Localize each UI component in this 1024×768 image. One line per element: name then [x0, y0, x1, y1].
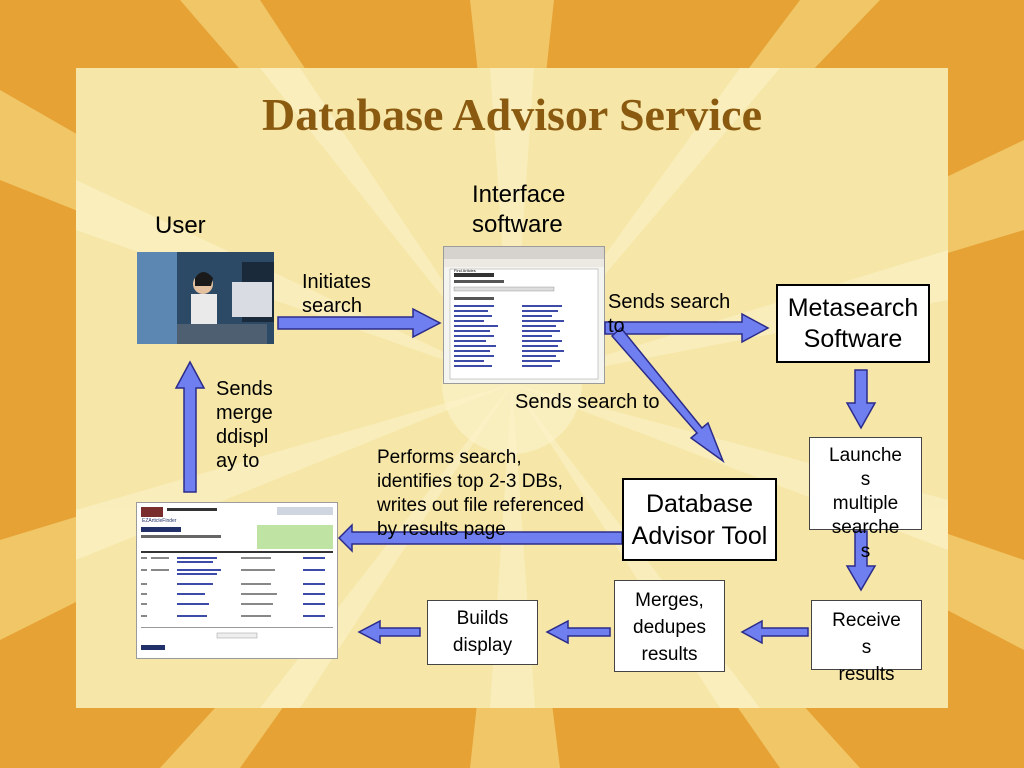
person-at-computer-icon: [137, 252, 274, 344]
arrow-interface-to-advisor: [610, 326, 725, 464]
user-label: User: [155, 212, 206, 239]
interface-software-label: Interface software: [472, 181, 566, 238]
metasearch-software-box: Metasearch Software: [776, 284, 930, 363]
initiates-search-label: Initiates search: [302, 271, 371, 317]
performs-search-label: Performs search, identifies top 2-3 DBs,…: [377, 447, 584, 540]
arrow-user-to-interface: [277, 307, 442, 339]
arrow-builds-to-results: [357, 619, 421, 645]
slide-title: Database Advisor Service: [261, 89, 762, 140]
ezarticlefinder-results-screenshot-icon: EZArticleFinder: [137, 503, 337, 658]
arrow-results-to-user: [174, 360, 206, 493]
sends-search-to-label-1: Sends search to: [608, 291, 731, 337]
arrow-interface-to-metasearch: [604, 312, 770, 344]
builds-display-box: Builds display: [427, 600, 538, 665]
sends-search-to-label-2: Sends search to: [515, 391, 660, 413]
arrow-advisor-to-results: [337, 523, 623, 553]
merges-dedupes-results-box: Merges, dedupes results: [614, 580, 725, 672]
find-articles-screenshot-icon: Find Articles: [444, 247, 604, 383]
sends-merged-display-label: Sends merge ddispl ay to: [216, 378, 273, 472]
arrow-merges-to-builds: [545, 619, 611, 645]
interface-window-title: Find Articles: [454, 268, 476, 273]
arrow-metasearch-to-launches: [845, 369, 877, 430]
results-app-name: EZArticleFinder: [142, 518, 177, 524]
arrow-receives-to-merges: [740, 619, 809, 645]
receives-results-box: Receive s results: [811, 600, 922, 685]
launches-multiple-searches-box: Launche s multiple searche s: [809, 437, 922, 562]
arrow-launches-to-receives: [845, 530, 877, 592]
database-advisor-tool-box: Database Advisor Tool: [622, 478, 777, 561]
